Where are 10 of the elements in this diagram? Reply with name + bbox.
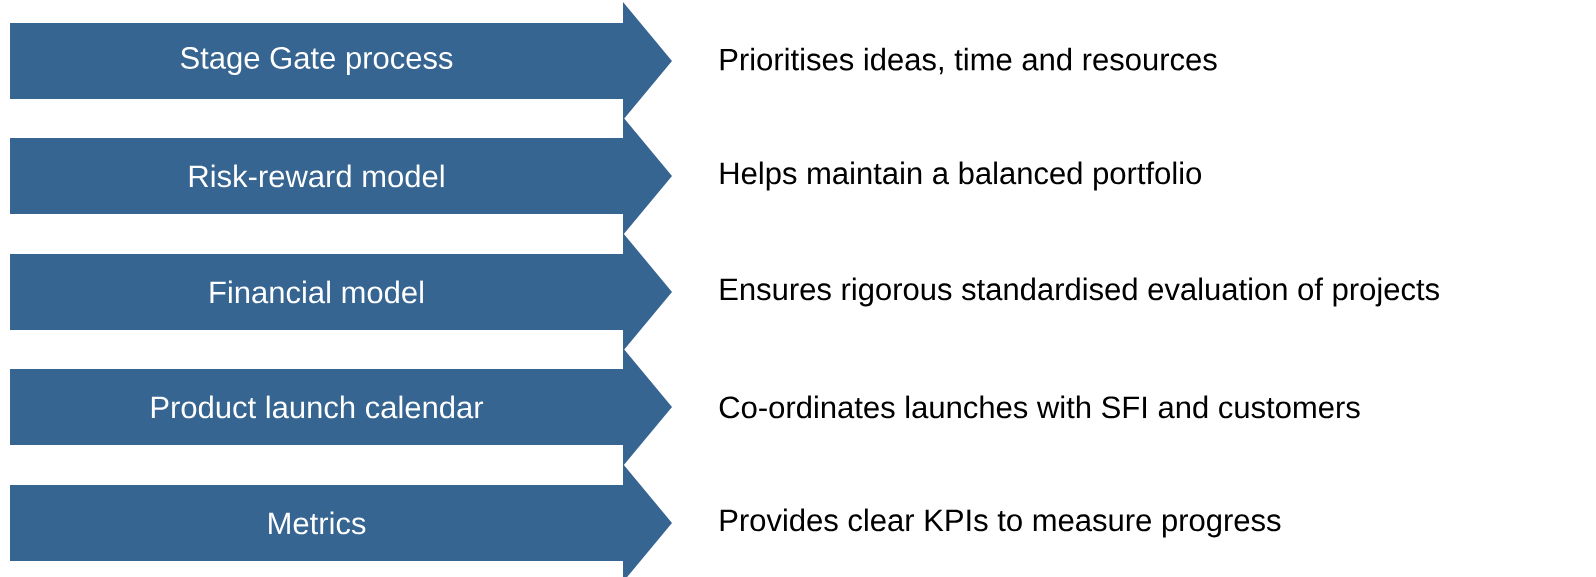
description-text: Ensures rigorous standardised evaluation of projects [720, 277, 1439, 307]
arrow-box: Metrics [10, 464, 672, 577]
description-text: Helps maintain a balanced portfolio [720, 161, 1202, 191]
arrow-box: Financial model [10, 233, 672, 351]
arrow-box: Stage Gate process [10, 2, 672, 120]
arrow-box: Risk-reward model [10, 117, 672, 235]
description-text: Provides clear KPIs to measure progress [720, 508, 1281, 538]
description-text: Co-ordinates launches with SFI and customers [719, 395, 1360, 419]
arrow-box: Product launch calendar [10, 348, 672, 466]
description-text: Prioritises ideas, time and resources [720, 47, 1217, 75]
